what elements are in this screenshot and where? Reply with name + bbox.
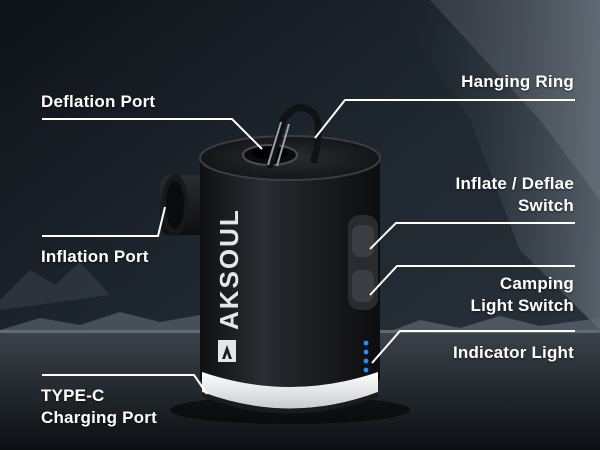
label-deflation-port: Deflation Port <box>41 92 156 111</box>
inflation-nozzle <box>160 174 210 236</box>
leader-lines <box>42 99 575 395</box>
camping-light-switch-button <box>352 270 374 302</box>
hanging-ring <box>266 104 322 169</box>
camping-light-band <box>202 372 378 409</box>
air-pump-device <box>160 104 381 414</box>
indicator-leds <box>363 340 369 373</box>
label-hanging-ring: Hanging Ring <box>461 72 574 91</box>
brand-logo-icon <box>218 340 236 362</box>
label-inflation-port: Inflation Port <box>41 247 149 266</box>
label-inflate-deflate-switch: Inflate / Deflae Switch <box>455 174 574 215</box>
label-camping-light-switch: Camping Light Switch <box>470 274 574 315</box>
label-typec-charging-port: TYPE-C Charging Port <box>41 386 157 427</box>
brand-name: AKSOUL <box>214 208 244 330</box>
inflate-deflate-switch-button <box>352 225 374 257</box>
label-indicator-light: Indicator Light <box>452 343 574 362</box>
